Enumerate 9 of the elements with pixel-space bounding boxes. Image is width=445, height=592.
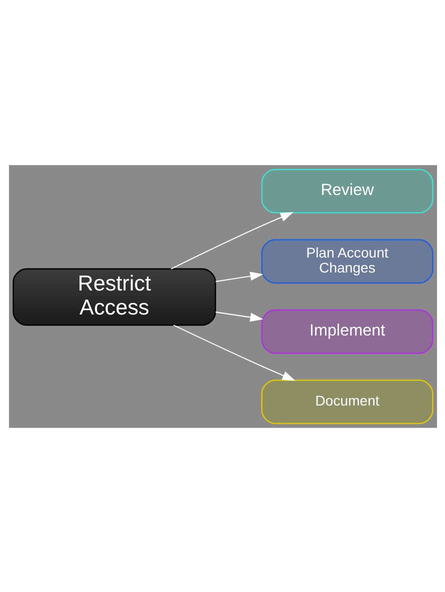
arrow [215,311,263,322]
arrow [172,324,295,380]
arrow [215,271,263,282]
node-box: Implement [260,308,433,354]
node-box: Review [260,168,433,213]
arrow [170,212,294,269]
node-box: Restrict Access [12,268,216,326]
node-box: Document [260,379,433,424]
node-box: Plan Account Changes [260,238,433,284]
